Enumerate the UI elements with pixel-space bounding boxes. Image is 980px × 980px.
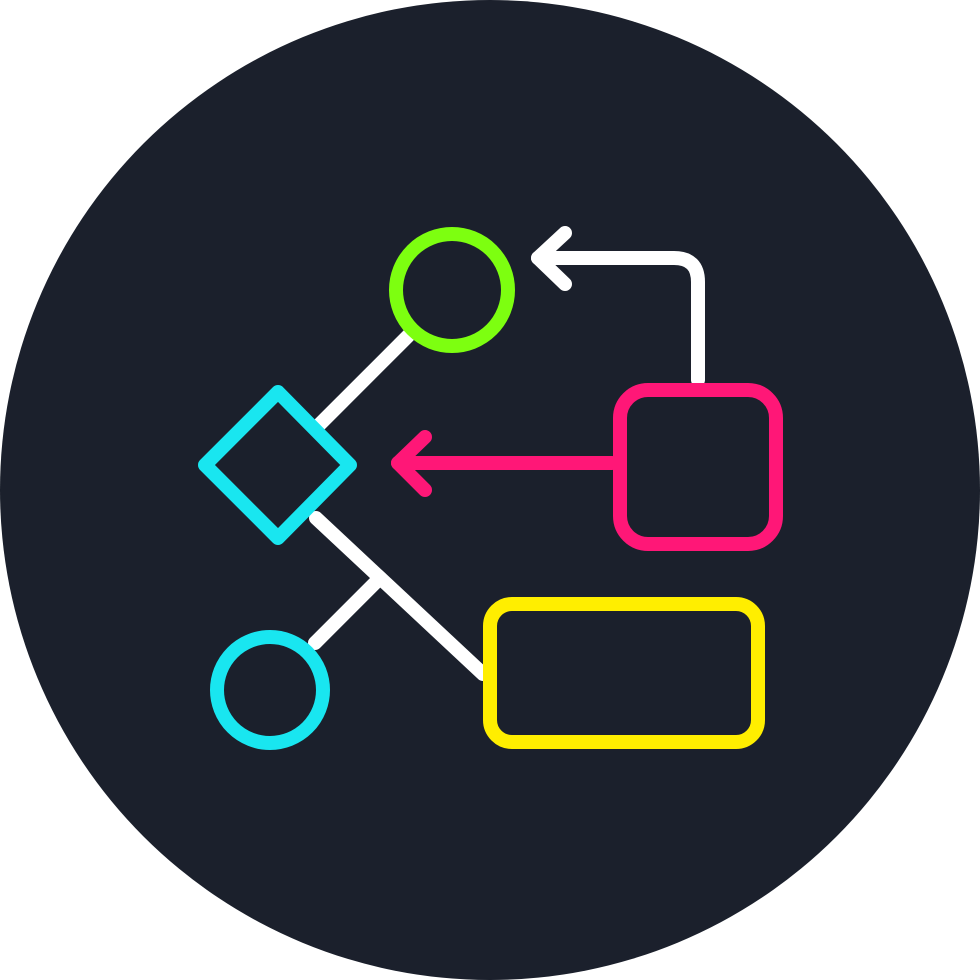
connector-circle-to-diamond [311, 329, 415, 433]
process-arrow [391, 430, 619, 497]
arrow-left-icon [391, 430, 432, 497]
start-circle-node [389, 227, 515, 353]
connector-diamond-to-rectangle [309, 511, 490, 681]
end-circle-node [210, 630, 330, 750]
arrow-head-icon [531, 226, 572, 291]
connector-lines [308, 226, 705, 681]
connector-square-to-circle [531, 251, 705, 387]
decision-diamond-node [198, 385, 357, 545]
connector-branch-to-circle [308, 571, 387, 650]
process-rectangle-node [483, 597, 765, 749]
process-square-node [613, 383, 783, 551]
